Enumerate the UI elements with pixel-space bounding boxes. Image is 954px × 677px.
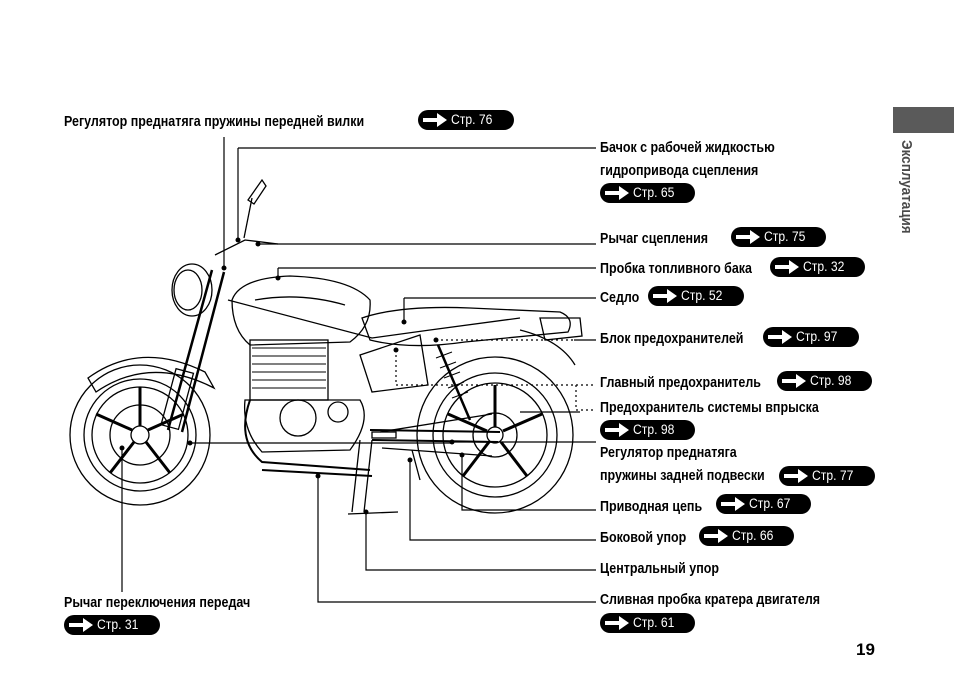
page-ref-text: Стр. 66 xyxy=(732,528,774,543)
label-fuel-fill-cap: Пробка топливного бака xyxy=(600,261,752,277)
label-clutch-lever: Рычаг сцепления xyxy=(600,231,709,247)
label-gearshift-pedal: Рычаг переключения передач xyxy=(64,595,251,611)
front-tire-inner xyxy=(83,378,197,492)
exhaust-pipes xyxy=(244,399,371,471)
arrow-right-icon xyxy=(423,113,447,127)
page-ref-gearshift-pedal[interactable]: Стр. 31 xyxy=(64,615,160,635)
headlight xyxy=(171,263,213,317)
page-ref-text: Стр. 97 xyxy=(796,329,838,344)
section-tab xyxy=(893,107,954,133)
label-clutch-fluid-reservoir-line-2: гидропривода сцепления xyxy=(600,163,759,179)
page-ref-fuel-fill-cap[interactable]: Стр. 32 xyxy=(770,257,865,277)
page-ref-fuse-box[interactable]: Стр. 97 xyxy=(763,327,859,347)
engine-cylinders xyxy=(249,339,329,401)
page-ref-text: Стр. 98 xyxy=(810,373,852,388)
page-ref-seat[interactable]: Стр. 52 xyxy=(648,286,744,306)
page-ref-text: Стр. 61 xyxy=(633,615,675,630)
page-ref-text: Стр. 77 xyxy=(812,468,854,483)
leader-dots xyxy=(119,237,465,515)
section-tab-label: Эксплуатация xyxy=(898,140,915,234)
arrow-right-icon xyxy=(736,230,760,244)
label-drive-chain: Приводная цепь xyxy=(600,499,703,515)
label-front-fork-preload: Регулятор преднатяга пружины передней ви… xyxy=(64,114,365,130)
page-ref-injection-fuse[interactable]: Стр. 98 xyxy=(600,420,695,440)
arrow-right-icon xyxy=(768,330,792,344)
dotted-leaders xyxy=(395,339,596,411)
label-fuse-box: Блок предохранителей xyxy=(600,331,744,347)
page-ref-text: Стр. 65 xyxy=(633,185,675,200)
label-clutch-fluid-reservoir-line-1: Бачок с рабочей жидкостью xyxy=(600,140,775,156)
page-ref-side-stand[interactable]: Стр. 66 xyxy=(699,526,794,546)
page-ref-clutch-fluid-reservoir[interactable]: Стр. 65 xyxy=(600,183,695,203)
engine-cover xyxy=(279,399,317,437)
arrow-right-icon xyxy=(704,529,728,543)
arrow-right-icon xyxy=(605,616,629,630)
engine-case xyxy=(243,399,365,453)
front-spokes xyxy=(95,387,185,474)
footpeg xyxy=(371,431,397,439)
arrow-right-icon xyxy=(653,289,677,303)
front-hub xyxy=(130,425,150,445)
drive-chain-shape xyxy=(379,413,493,457)
seat-shape xyxy=(361,306,571,347)
arrow-right-icon xyxy=(721,497,745,511)
side-cover xyxy=(359,334,429,393)
label-rear-shock-preload-line-1: Регулятор преднатяга xyxy=(600,445,737,461)
fuel-tank xyxy=(231,275,371,346)
side-stand-shape xyxy=(411,449,421,481)
fork-slider xyxy=(160,367,195,431)
page-ref-text: Стр. 32 xyxy=(803,259,845,274)
page-ref-text: Стр. 52 xyxy=(681,288,723,303)
rear-hub xyxy=(486,426,504,444)
center-stand-shape xyxy=(347,439,399,515)
arrow-right-icon xyxy=(605,186,629,200)
arrow-right-icon xyxy=(775,260,799,274)
label-center-stand: Центральный упор xyxy=(600,561,719,577)
arrow-right-icon xyxy=(69,618,93,632)
handlebar xyxy=(214,239,279,256)
rear-shock xyxy=(436,344,472,421)
rear-spokes xyxy=(447,385,543,477)
page-ref-main-fuse[interactable]: Стр. 98 xyxy=(777,371,872,391)
rear-rim xyxy=(442,382,548,488)
page-ref-text: Стр. 76 xyxy=(451,112,493,127)
arrow-right-icon xyxy=(782,374,806,388)
arrow-right-icon xyxy=(605,423,629,437)
rear-cowl xyxy=(539,317,583,341)
rear-tire-outer xyxy=(416,356,574,514)
page-ref-text: Стр. 67 xyxy=(749,496,791,511)
label-injection-fuse: Предохранитель системы впрыска xyxy=(600,400,819,416)
page-ref-clutch-lever[interactable]: Стр. 75 xyxy=(731,227,826,247)
page-ref-text: Стр. 98 xyxy=(633,422,675,437)
front-fork xyxy=(166,269,226,433)
mirror xyxy=(247,178,267,205)
page-ref-drive-chain[interactable]: Стр. 67 xyxy=(716,494,811,514)
front-tire-outer xyxy=(69,364,211,506)
arrow-right-icon xyxy=(784,469,808,483)
frame xyxy=(227,299,521,339)
page-ref-text: Стр. 75 xyxy=(764,229,806,244)
page-ref-text: Стр. 31 xyxy=(97,617,139,632)
label-rear-shock-preload-line-2: пружины задней подвески xyxy=(600,468,765,484)
label-seat: Седло xyxy=(600,290,640,306)
label-oil-drain-bolt: Сливная пробка кратера двигателя xyxy=(600,592,821,608)
page-number: 19 xyxy=(856,640,875,659)
front-fender xyxy=(87,356,216,393)
page-ref-oil-drain-bolt[interactable]: Стр. 61 xyxy=(600,613,695,633)
mirror-stem xyxy=(243,197,253,239)
page-ref-front-fork-preload[interactable]: Стр. 76 xyxy=(418,110,514,130)
rear-tire-inner xyxy=(432,372,558,498)
label-side-stand: Боковой упор xyxy=(600,530,687,546)
page-ref-rear-shock-preload[interactable]: Стр. 77 xyxy=(779,466,875,486)
leader-lines xyxy=(121,137,596,603)
engine-fins xyxy=(252,347,326,389)
label-main-fuse: Главный предохранитель xyxy=(600,375,761,391)
